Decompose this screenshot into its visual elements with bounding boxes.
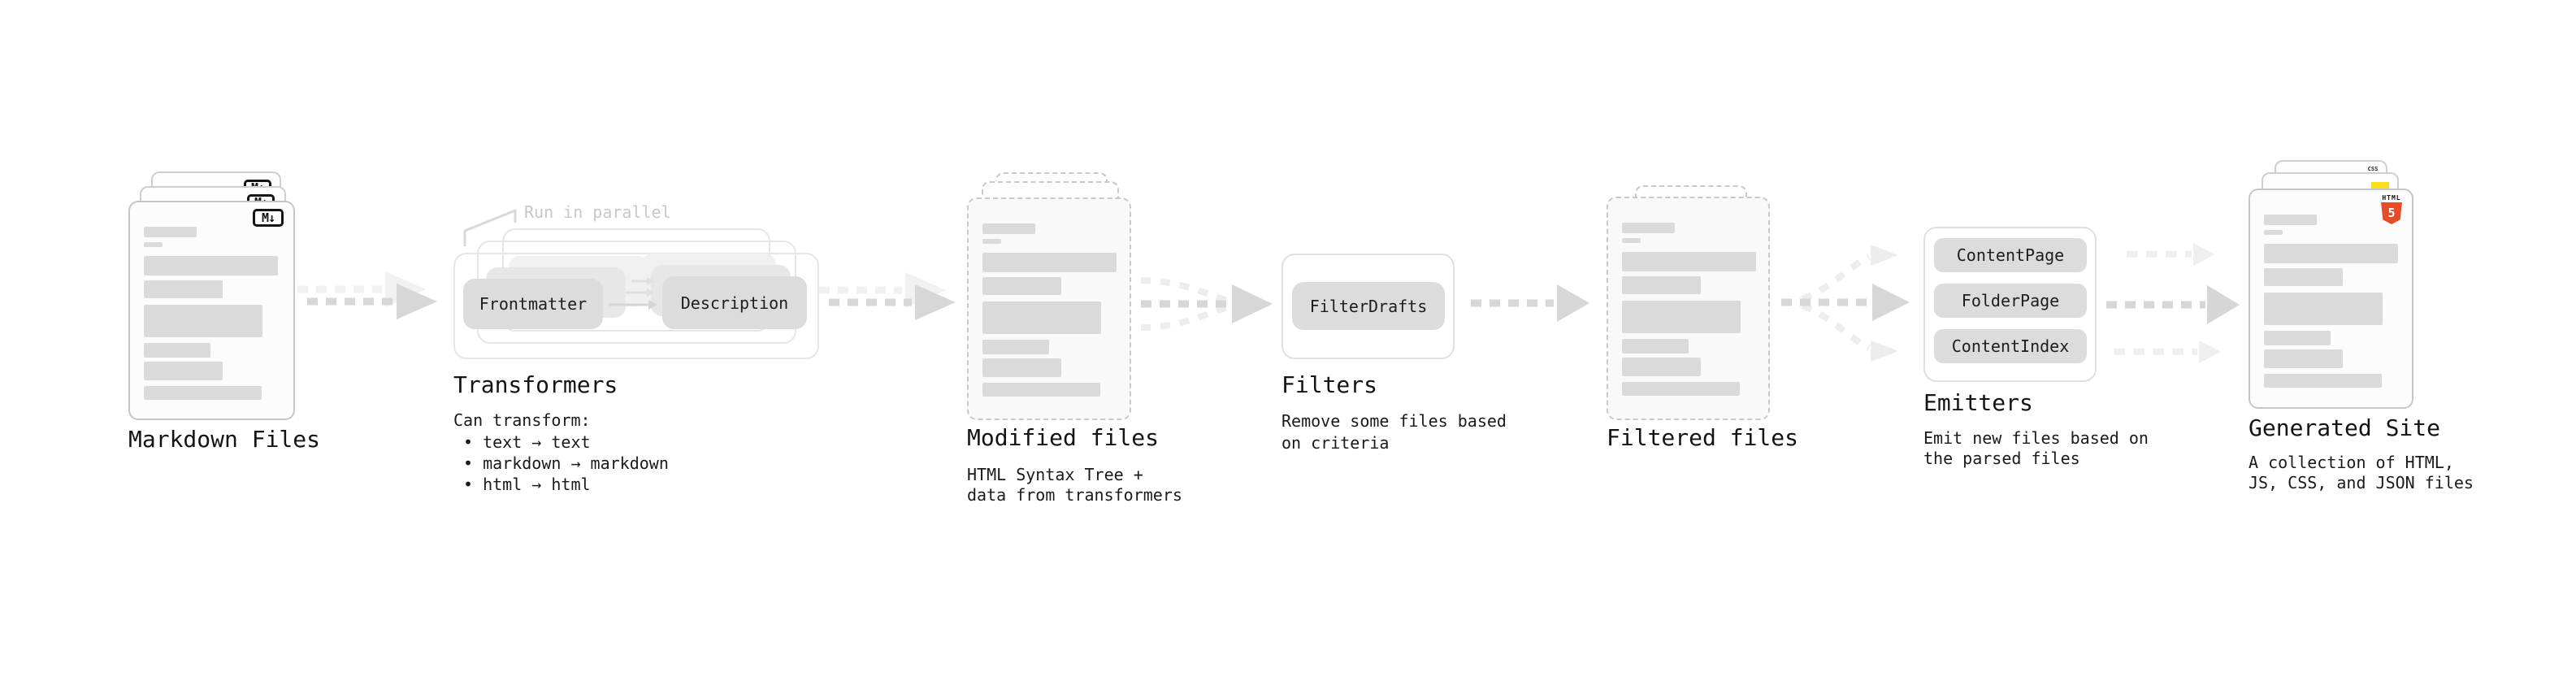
arrow-transformers-to-modified bbox=[819, 272, 956, 320]
filter-pill-filterdrafts: FilterDrafts bbox=[1292, 282, 1445, 330]
doc-content-bar bbox=[144, 386, 262, 400]
transformers-bullet: • text → text bbox=[463, 432, 591, 452]
doc-content-bar bbox=[982, 253, 1117, 272]
transformer-pill-frontmatter: Frontmatter bbox=[463, 279, 603, 329]
doc-content-bar bbox=[2264, 244, 2398, 263]
modified-file-doc bbox=[967, 197, 1131, 420]
doc-content-bar bbox=[144, 280, 223, 298]
doc-content-bar bbox=[982, 277, 1061, 295]
transformers-bullet: • markdown → markdown bbox=[463, 453, 669, 473]
doc-content-bar bbox=[1622, 358, 1701, 376]
stage-label-modified: Modified files bbox=[967, 424, 1160, 451]
markdown-file-card: M↓ bbox=[128, 201, 295, 420]
stage-label-generated: Generated Site bbox=[2249, 414, 2441, 441]
stage-label-filtered: Filtered files bbox=[1607, 424, 1799, 451]
generated-desc-line2: JS, CSS, and JSON files bbox=[2249, 473, 2474, 492]
doc-content-bar bbox=[1622, 223, 1675, 233]
arrow-markdown-to-transformers bbox=[297, 271, 437, 319]
stage-title-emitters: Emitters bbox=[1923, 389, 2033, 416]
doc-content-bar bbox=[982, 340, 1049, 354]
html5-icon: HTML 5 bbox=[2379, 194, 2404, 224]
generated-desc-line1: A collection of HTML, bbox=[2249, 453, 2454, 472]
arrow-filters-to-filtered bbox=[1471, 284, 1589, 322]
doc-content-bar bbox=[1622, 382, 1740, 396]
filters-desc-line2: on criteria bbox=[1281, 433, 1390, 453]
transformer-box-front bbox=[453, 253, 819, 359]
emitter-pill-contentindex: ContentIndex bbox=[1934, 329, 2087, 363]
doc-content-bar bbox=[982, 223, 1035, 234]
emitter-pill-contentpage: ContentPage bbox=[1934, 238, 2087, 272]
arrow-filtered-to-emitters bbox=[1781, 245, 1910, 362]
doc-content-bar bbox=[144, 305, 262, 337]
doc-content-bar bbox=[982, 358, 1061, 377]
doc-content-bar bbox=[982, 383, 1100, 397]
modified-desc-line2: data from transformers bbox=[967, 485, 1182, 505]
doc-content-bar bbox=[2264, 349, 2343, 368]
doc-content-bar bbox=[144, 343, 210, 358]
doc-content-bar bbox=[2264, 215, 2317, 225]
doc-content-bar bbox=[1622, 276, 1701, 294]
stage-title-filters: Filters bbox=[1281, 371, 1378, 398]
arrow-emitters-to-generated bbox=[2106, 243, 2240, 363]
html5-shield: 5 bbox=[2381, 202, 2402, 224]
doc-content-bar bbox=[982, 239, 1001, 244]
emitter-pill-folderpage: FolderPage bbox=[1934, 284, 2087, 318]
doc-content-bar bbox=[144, 242, 163, 247]
generated-file-html: HTML 5 bbox=[2249, 189, 2413, 409]
transformers-bullet: • html → html bbox=[463, 475, 591, 494]
doc-content-bar bbox=[1622, 238, 1641, 243]
transformers-heading: Can transform: bbox=[453, 410, 591, 430]
doc-content-bar bbox=[2264, 268, 2343, 286]
doc-content-bar bbox=[2264, 331, 2331, 345]
emitters-desc-line2: the parsed files bbox=[1923, 449, 2080, 468]
filters-desc-line1: Remove some files based bbox=[1281, 411, 1507, 431]
run-in-parallel-note: Run in parallel bbox=[524, 202, 671, 222]
doc-content-bar bbox=[144, 227, 197, 237]
doc-content-bar bbox=[144, 362, 223, 380]
doc-content-bar bbox=[144, 256, 278, 275]
doc-content-bar bbox=[1622, 301, 1741, 333]
markdown-icon: M↓ bbox=[253, 209, 284, 227]
modified-desc-line1: HTML Syntax Tree + bbox=[967, 465, 1143, 484]
doc-content-bar bbox=[2264, 374, 2382, 388]
arrow-modified-to-filters bbox=[1140, 277, 1273, 331]
stage-title-transformers: Transformers bbox=[453, 371, 618, 398]
emitters-desc-line1: Emit new files based on bbox=[1923, 428, 2149, 448]
filtered-file-doc bbox=[1607, 197, 1770, 420]
doc-content-bar bbox=[2264, 293, 2383, 325]
doc-content-bar bbox=[1622, 252, 1756, 271]
doc-content-bar bbox=[982, 301, 1101, 334]
transformer-pill-description: Description bbox=[662, 276, 807, 329]
doc-content-bar bbox=[2264, 230, 2283, 235]
doc-content-bar bbox=[1622, 339, 1689, 354]
stage-label-markdown: Markdown Files bbox=[128, 426, 321, 453]
